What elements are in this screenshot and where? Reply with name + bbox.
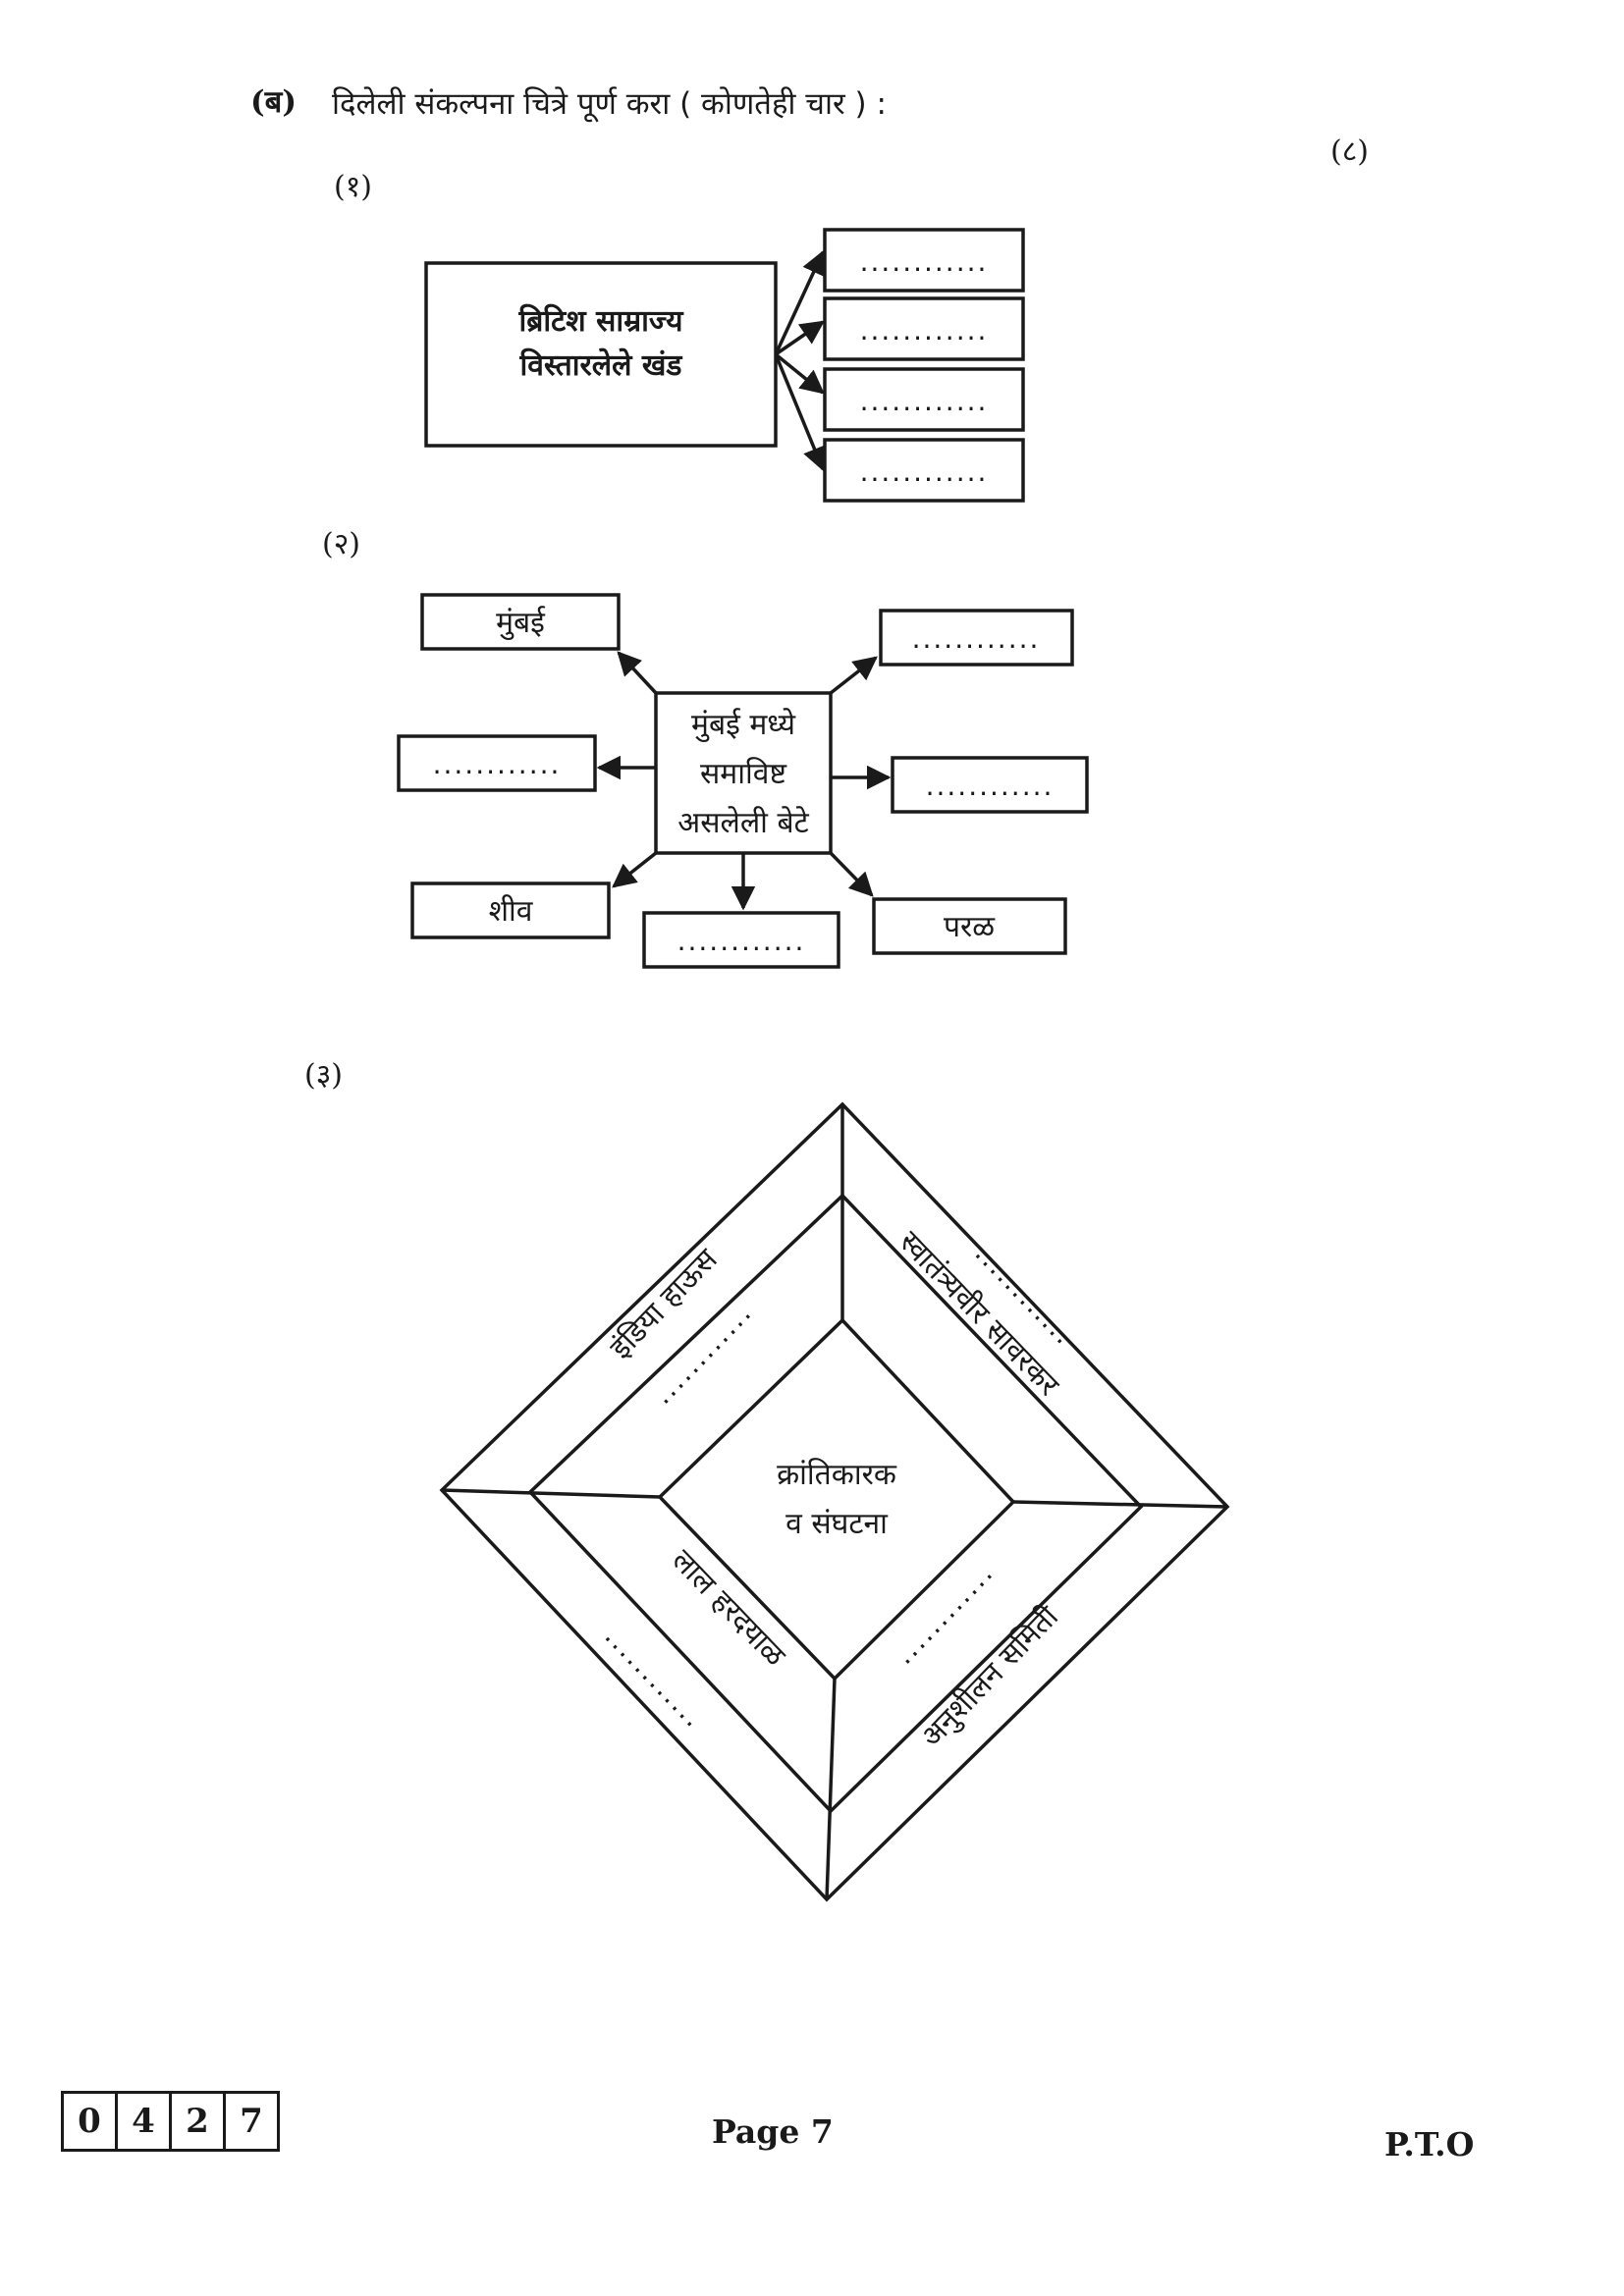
diagram2-mid-left: ............ xyxy=(433,748,562,780)
diagram3-outer-square xyxy=(439,1101,1230,1902)
diagram2-box-bottom-left xyxy=(410,881,611,939)
diagram2-bottom-left: शीव xyxy=(489,894,534,929)
diagram2-mid-right: ............ xyxy=(926,770,1055,802)
diagram1: ब्रिटिश साम्राज्य विस्तारलेले खंड ......… xyxy=(424,228,1025,503)
diagram2-box-bottom-right xyxy=(872,897,1067,955)
roll-digit: 4 xyxy=(118,2094,172,2149)
diagram3-number: (३) xyxy=(304,1058,344,1093)
diagram1-blank-box-2 xyxy=(823,296,1025,361)
diagram3-center-line2: व संघटना xyxy=(785,1507,889,1541)
diagram3: क्रांतिकारक व संघटना इंडिया हाऊस .......… xyxy=(439,1101,1230,1902)
diagram2-arrow-top-right xyxy=(829,656,878,695)
pto-label: P.T.O xyxy=(1384,2125,1475,2163)
question-label: (ब) xyxy=(250,84,298,120)
diagram2-top-right: ............ xyxy=(912,622,1041,655)
diagram2-bottom-right: परळ xyxy=(944,910,996,944)
diagram1-arrow-4 xyxy=(774,353,826,472)
page-number: Page 7 xyxy=(712,2112,834,2151)
diagram2-box-mid-right xyxy=(891,756,1089,814)
diagram2-arrow-bottom-right xyxy=(829,851,874,897)
diagram2-arrow-top-left xyxy=(617,651,658,695)
roll-digit: 2 xyxy=(172,2094,226,2149)
diagram3-center-line1: क्रांतिकारक xyxy=(777,1458,897,1492)
roll-digit: 7 xyxy=(240,2102,263,2141)
diagram1-arrow-2 xyxy=(775,320,826,356)
diagram1-center-line1: ब्रिटिश साम्राज्य xyxy=(518,303,685,339)
diagram2-top-left: मुंबई xyxy=(496,606,546,641)
diagram1-blank-box-4 xyxy=(823,438,1025,503)
diagram1-blank-4: ............ xyxy=(860,455,989,488)
diagram1-blank-box-1 xyxy=(823,228,1025,293)
diagram1-number: (१) xyxy=(334,170,373,204)
diagram1-blank-box-3 xyxy=(823,367,1025,432)
diagram2-box-bottom-center xyxy=(642,911,840,969)
diagram1-blank-3: ............ xyxy=(860,385,989,417)
diagram1-arrow-1 xyxy=(774,249,825,355)
diagram1-center-line2: विस्तारलेले खंड xyxy=(519,347,683,383)
diagram2-arrow-bottom-left xyxy=(612,851,658,888)
diagram2-number: (२) xyxy=(322,527,361,561)
diagram2-box-mid-left xyxy=(397,734,597,792)
diagram2: मुंबई मध्ये समाविष्ट असलेली बेटे मुंबई .… xyxy=(397,593,1089,969)
diagram2-center-line2: समाविष्ट xyxy=(700,757,786,791)
diagram3-divider-left xyxy=(441,1488,661,1499)
question-instruction: दिलेली संकल्पना चित्रे पूर्ण करा ( कोणते… xyxy=(332,86,887,122)
diagram2-box-top-left xyxy=(420,593,621,651)
diagram1-blank-1: ............ xyxy=(860,245,989,278)
diagram1-center-box xyxy=(424,261,778,448)
roll-number-boxes: 0 4 2 7 xyxy=(61,2091,280,2152)
diagram1-arrow-3 xyxy=(774,352,825,395)
diagram2-box-top-right xyxy=(879,609,1074,667)
diagram1-blank-2: ............ xyxy=(860,314,989,347)
roll-digit: 0 xyxy=(64,2094,118,2149)
diagram2-bottom-center: ............ xyxy=(677,925,806,957)
diagram3-divider-right xyxy=(1012,1500,1228,1509)
diagram3-divider-bottom xyxy=(825,1678,837,1900)
diagram2-center-line3: असलेली बेटे xyxy=(677,806,809,840)
question-marks: (८) xyxy=(1330,134,1370,169)
diagram2-center-box xyxy=(654,691,833,855)
diagram2-center-line1: मुंबई मध्ये xyxy=(691,708,796,743)
